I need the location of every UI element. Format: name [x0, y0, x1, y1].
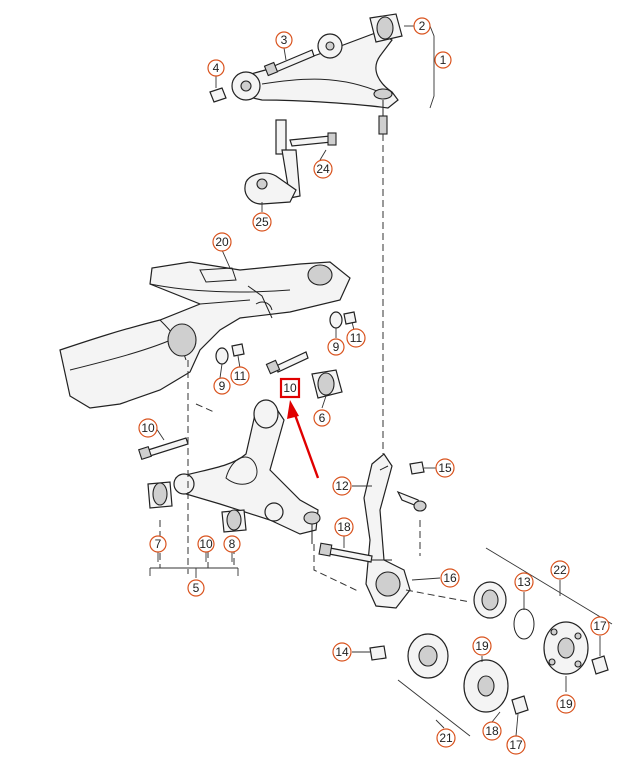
nut-4 [209, 87, 227, 103]
svg-text:4: 4 [213, 61, 220, 75]
highlight-box: 10 [279, 377, 301, 399]
svg-text:14: 14 [335, 645, 349, 659]
nut-14 [369, 645, 387, 661]
callout-17-left: 17 [506, 735, 526, 755]
svg-text:1: 1 [440, 53, 447, 67]
nut-11-upper [343, 311, 357, 325]
svg-text:11: 11 [234, 369, 247, 383]
callout-9-lower: 9 [213, 377, 231, 395]
svg-text:18: 18 [485, 724, 499, 738]
washer-9-lower [215, 347, 229, 365]
bushing-2 [369, 13, 403, 43]
callout-3: 3 [275, 31, 293, 49]
bushing-6-upper [311, 369, 343, 399]
wheel-bearing-housing [407, 633, 449, 679]
callout-12: 12 [332, 476, 352, 496]
bolt-10-upper [265, 351, 309, 375]
nut-15 [409, 461, 425, 475]
callout-1: 1 [434, 51, 452, 69]
bolt-18 [318, 542, 373, 563]
tie-rod-end [396, 490, 427, 512]
highlight-label: 10 [283, 381, 297, 395]
svg-text:2: 2 [419, 19, 426, 33]
svg-text:21: 21 [439, 731, 453, 745]
callout-16: 16 [440, 568, 460, 588]
callout-13: 13 [514, 572, 534, 592]
circlip-13 [513, 608, 535, 640]
callout-21: 21 [436, 728, 456, 748]
callout-18-upper: 18 [334, 517, 354, 537]
bushing-7 [147, 481, 173, 509]
svg-text:3: 3 [281, 33, 288, 47]
svg-text:17: 17 [509, 738, 523, 752]
upper-control-arm [231, 31, 399, 135]
svg-text:10: 10 [199, 537, 213, 551]
callout-25: 25 [252, 212, 272, 232]
svg-text:11: 11 [350, 331, 363, 345]
callout-22: 22 [550, 560, 570, 580]
svg-text:18: 18 [337, 520, 351, 534]
callout-19-left: 19 [472, 636, 492, 656]
level-sensor-bracket [275, 119, 337, 199]
callout-15: 15 [435, 458, 455, 478]
wheel-hub-right [543, 621, 589, 675]
callout-17-right: 17 [590, 616, 610, 636]
callout-24: 24 [313, 159, 333, 179]
steering-knuckle [363, 453, 411, 609]
callout-4: 4 [207, 59, 225, 77]
callout-18-lower: 18 [482, 721, 502, 741]
callout-6-lower: 10 [197, 535, 215, 553]
svg-text:16: 16 [443, 571, 457, 585]
callout-7: 7 [149, 535, 167, 553]
svg-text:24: 24 [316, 162, 330, 176]
washer-9-upper [329, 311, 343, 329]
svg-text:17: 17 [593, 619, 607, 633]
callout-8: 8 [223, 535, 241, 553]
bolt-10-lower [138, 437, 189, 460]
hub-nut-17-right [591, 655, 609, 675]
callout-10-lower: 10 [138, 418, 158, 438]
highlight-arrow [287, 400, 320, 479]
callout-2: 2 [413, 17, 431, 35]
callout-leaders [155, 25, 601, 737]
bushing-8 [221, 509, 247, 533]
svg-text:7: 7 [155, 537, 162, 551]
level-sensor [244, 172, 297, 205]
callout-20: 20 [212, 232, 232, 252]
callout-19-right: 19 [556, 694, 576, 714]
svg-text:9: 9 [219, 379, 226, 393]
callout-11-lower: 11 [230, 366, 250, 386]
nut-11-lower [231, 343, 245, 357]
assembly-lines [149, 25, 613, 737]
svg-text:9: 9 [333, 340, 340, 354]
svg-text:19: 19 [559, 697, 573, 711]
svg-text:19: 19 [475, 639, 489, 653]
svg-text:12: 12 [335, 479, 349, 493]
bolt-3 [263, 49, 315, 77]
lower-control-arm [173, 399, 321, 544]
callout-14: 14 [332, 642, 352, 662]
callout-6-upper: 6 [313, 409, 331, 427]
wheel-bearing [473, 581, 507, 619]
subframe [59, 261, 351, 409]
svg-text:20: 20 [215, 235, 229, 249]
svg-text:8: 8 [229, 537, 236, 551]
wheel-hub-left [463, 659, 509, 713]
svg-text:15: 15 [438, 461, 452, 475]
callout-5: 5 [187, 579, 205, 597]
hub-nut-17-left [511, 695, 529, 715]
svg-text:6: 6 [319, 411, 326, 425]
callout-9-upper: 9 [327, 338, 345, 356]
svg-text:10: 10 [141, 421, 155, 435]
svg-text:13: 13 [517, 575, 531, 589]
callout-11-upper: 11 [346, 328, 366, 348]
svg-text:22: 22 [553, 563, 567, 577]
svg-text:25: 25 [255, 215, 269, 229]
svg-text:5: 5 [193, 581, 200, 595]
